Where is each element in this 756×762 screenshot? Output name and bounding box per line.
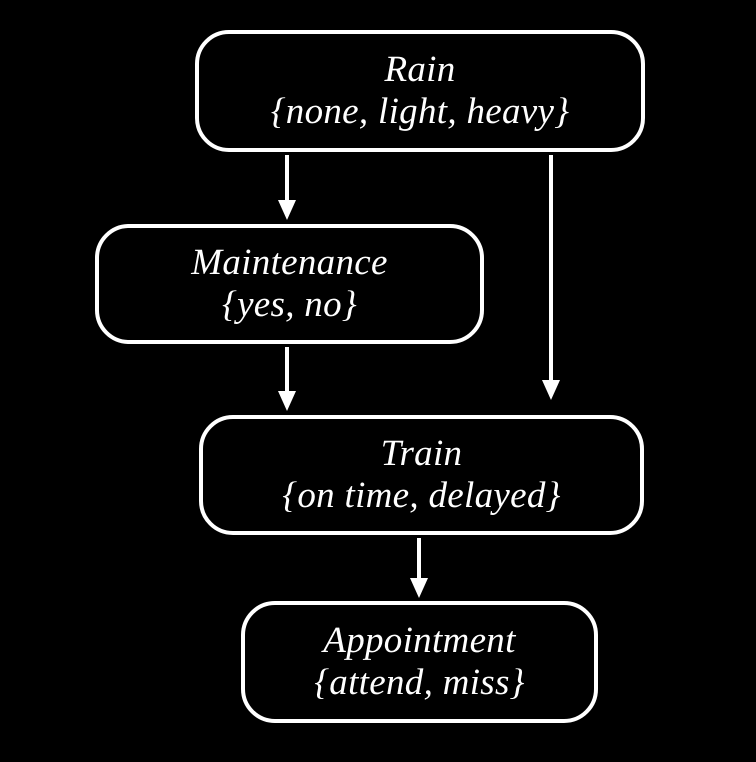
node-rain-states: {none, light, heavy}	[270, 91, 570, 132]
node-rain[interactable]: Rain {none, light, heavy}	[195, 30, 645, 152]
node-train[interactable]: Train {on time, delayed}	[199, 415, 644, 535]
node-appointment-states: {attend, miss}	[314, 662, 525, 703]
node-maintenance-states: {yes, no}	[221, 284, 358, 325]
node-maintenance[interactable]: Maintenance {yes, no}	[95, 224, 484, 344]
node-train-states: {on time, delayed}	[282, 475, 561, 516]
node-rain-name: Rain	[384, 48, 456, 90]
node-train-name: Train	[380, 432, 463, 474]
node-appointment[interactable]: Appointment {attend, miss}	[241, 601, 598, 723]
node-maintenance-name: Maintenance	[191, 241, 388, 283]
node-appointment-name: Appointment	[323, 619, 516, 661]
